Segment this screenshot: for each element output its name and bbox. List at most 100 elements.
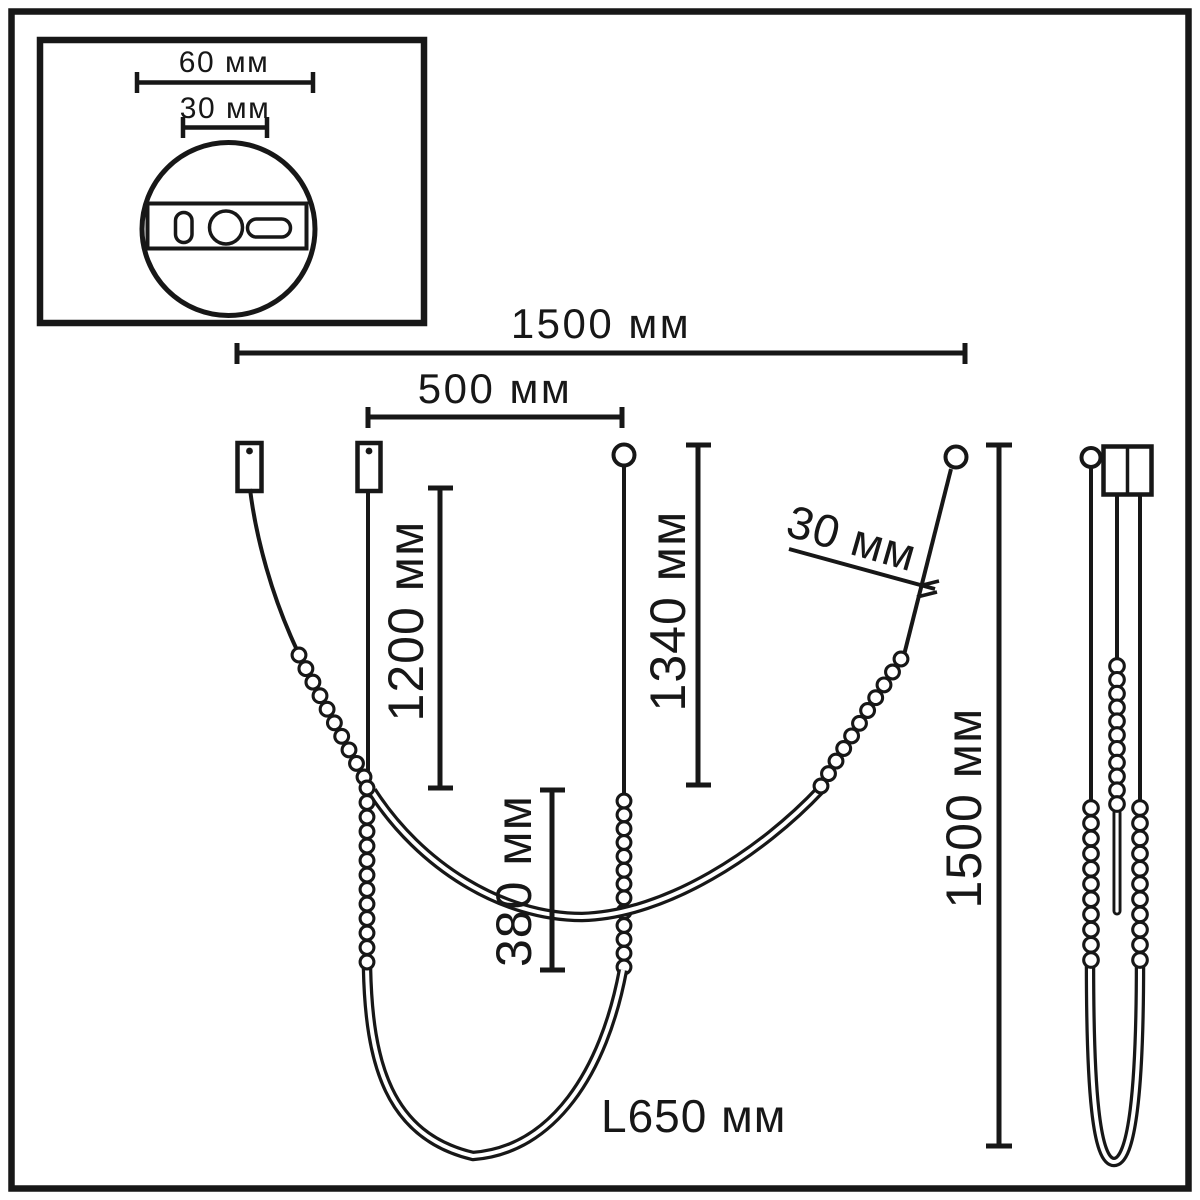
bead <box>615 944 633 962</box>
bead-chain-front-left-diagonal <box>290 646 373 786</box>
bead <box>812 777 830 795</box>
tube-core <box>370 787 823 920</box>
bead <box>358 837 376 855</box>
dim-label-1340mm: 1340 мм <box>640 511 696 712</box>
bead <box>1082 951 1100 969</box>
dim-label-1500mm-height: 1500 мм <box>936 708 992 909</box>
dim-label-1500mm-width: 1500 мм <box>511 300 691 347</box>
bead <box>358 924 376 942</box>
bead <box>851 714 868 732</box>
dim-tick <box>916 590 938 599</box>
bead <box>859 702 877 719</box>
bead <box>1082 935 1100 954</box>
mount-hole-left <box>246 447 253 455</box>
bead <box>348 754 365 772</box>
bead <box>615 820 633 838</box>
dim-middle-suspension: 1340 мм <box>640 442 711 788</box>
bead-chain-side-middle <box>1108 657 1126 813</box>
canopy-center-hole <box>207 209 245 246</box>
bead <box>827 752 845 770</box>
bead <box>615 917 633 934</box>
bead <box>325 714 343 732</box>
bead <box>1131 875 1149 893</box>
bead <box>1082 799 1100 817</box>
led-tube-swag <box>367 785 825 923</box>
inset-dim-60mm: 60 мм <box>134 46 316 93</box>
inset-box <box>36 36 428 327</box>
bead <box>615 834 633 851</box>
dim-tick <box>918 579 940 588</box>
bead <box>1082 829 1100 848</box>
bead <box>615 889 633 907</box>
bead <box>290 646 308 664</box>
bead <box>358 794 376 811</box>
bead <box>615 806 633 824</box>
bead <box>1131 859 1149 878</box>
bead <box>1082 875 1100 893</box>
dim-total-width: 1500 мм <box>234 300 968 364</box>
front-view <box>235 440 969 1162</box>
bead <box>835 740 853 757</box>
bead <box>1131 799 1149 817</box>
bead <box>358 866 376 884</box>
bead <box>1131 814 1149 833</box>
bead <box>1082 814 1100 833</box>
bead <box>1082 890 1100 909</box>
canopy-inset: 60 мм 30 мм <box>36 36 428 327</box>
tube-core <box>1088 963 1142 1165</box>
bead <box>358 953 376 971</box>
bead <box>1131 890 1149 909</box>
bead <box>358 910 376 927</box>
dim-label-l650mm: L650 мм <box>601 1090 786 1142</box>
side-tube-loop <box>1084 963 1146 1168</box>
bead <box>358 823 376 840</box>
bead <box>1082 844 1100 863</box>
bead <box>843 727 861 745</box>
canopy-slot-left <box>173 210 194 245</box>
dim-label-380mm: 380 мм <box>486 795 542 967</box>
dim-label-60mm: 60 мм <box>179 46 269 79</box>
bead <box>358 881 376 898</box>
bead <box>1131 951 1149 969</box>
bead <box>1131 920 1149 939</box>
bead <box>1131 829 1149 848</box>
bead <box>358 895 376 913</box>
bead <box>358 779 376 797</box>
bead <box>1108 795 1126 813</box>
bead-chain-side-right <box>1131 799 1149 969</box>
bead <box>1131 935 1149 954</box>
wire-left <box>248 488 299 651</box>
canopy-slot-right <box>245 217 293 239</box>
bead-chain-front-middle <box>615 792 633 976</box>
bead <box>358 852 376 869</box>
bead <box>1082 920 1100 939</box>
bead <box>892 650 910 668</box>
bead <box>615 847 633 865</box>
bead <box>615 875 633 893</box>
dim-label-1200mm: 1200 мм <box>378 521 434 722</box>
tube-core <box>365 967 625 1159</box>
bead <box>867 689 885 707</box>
hanger-ring-right <box>943 444 969 470</box>
bead <box>884 663 901 681</box>
bead <box>615 792 633 810</box>
dim-mount-spacing: 500 мм <box>365 365 625 428</box>
bead <box>615 930 633 948</box>
hanger-ring-middle <box>611 442 637 468</box>
bead <box>875 676 893 694</box>
wire-right-hanger <box>902 468 953 656</box>
bead <box>318 700 336 718</box>
bead <box>304 673 322 691</box>
mount-plate-left <box>235 440 264 494</box>
dim-drop-length: 380 мм <box>486 787 565 973</box>
tube-outline <box>367 785 825 923</box>
bead <box>333 727 351 745</box>
dim-total-height: 1500 мм <box>936 442 1012 1149</box>
bead <box>1131 905 1149 924</box>
bead <box>1082 905 1100 924</box>
bead <box>297 660 315 678</box>
tube-outline <box>361 967 629 1162</box>
led-tube-loop <box>361 967 629 1162</box>
